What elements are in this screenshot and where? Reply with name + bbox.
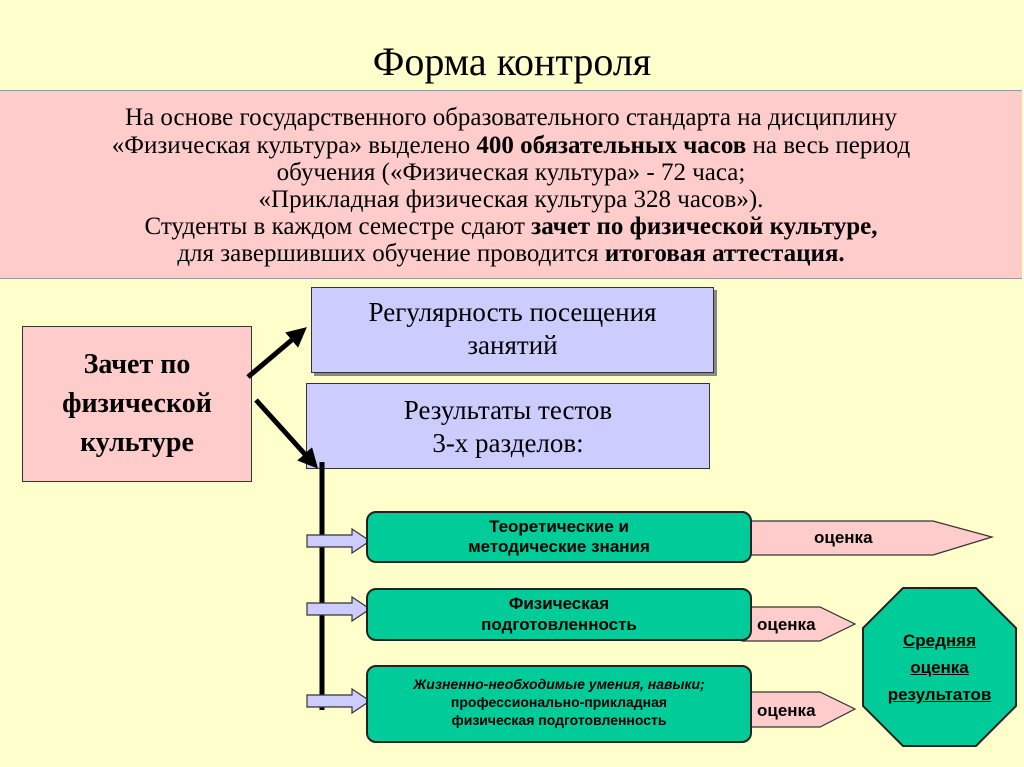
info-line-5: Студенты в каждом семестре сдают зачет п… bbox=[0, 213, 1022, 240]
section-fitness-line-1: Физическая bbox=[508, 594, 610, 613]
average-line-2: оценка bbox=[910, 658, 969, 677]
zachet-line-2: физической bbox=[62, 388, 212, 419]
grade-label-1: оценка bbox=[814, 528, 873, 547]
section-skills: Жизненно-необходимые умения, навыки; про… bbox=[366, 665, 752, 743]
arrow-to-regularity bbox=[246, 327, 307, 379]
average-line-1: Средняя bbox=[902, 631, 976, 650]
section-theory-line-2: методические знания bbox=[468, 537, 650, 556]
info-text: на весь период bbox=[746, 132, 911, 159]
regularity-box: Регулярность посещения занятий bbox=[311, 287, 714, 373]
average-octagon bbox=[862, 587, 1017, 747]
zachet-line-3: культуре bbox=[80, 427, 194, 458]
section-skills-line-3: физическая подготовленность bbox=[451, 712, 667, 728]
zachet-line-1: Зачет по bbox=[83, 349, 191, 380]
grade-label-3: оценка bbox=[757, 701, 816, 720]
arrow-to-tests bbox=[254, 398, 319, 469]
info-bold-attestation: итоговая аттестация. bbox=[604, 240, 845, 267]
average-line-3: результатов bbox=[887, 685, 992, 704]
info-bold-zachet: зачет по физической культуре, bbox=[531, 213, 878, 240]
block-arrow-3 bbox=[306, 687, 372, 715]
info-text: «Физическая культура» выделено bbox=[111, 132, 477, 159]
block-arrow-1 bbox=[306, 527, 372, 555]
section-theory: Теоретические и методические знания bbox=[366, 511, 752, 563]
info-line-3: обучения («Физическая культура» - 72 час… bbox=[276, 159, 746, 186]
info-text: Студенты в каждом семестре сдают bbox=[144, 213, 532, 240]
info-line-4: «Прикладная физическая культура 328 часо… bbox=[258, 186, 764, 213]
info-line-6: для завершивших обучение проводится итог… bbox=[0, 240, 1022, 267]
tests-line-1: Результаты тестов bbox=[403, 395, 613, 425]
info-line-2: «Физическая культура» выделено 400 обяза… bbox=[0, 132, 1022, 159]
info-line-1: На основе государственного образовательн… bbox=[125, 104, 897, 131]
section-skills-line-2: профессионально-прикладная bbox=[450, 694, 668, 710]
zachet-box: Зачет по физической культуре bbox=[22, 326, 252, 482]
section-skills-line-1: Жизненно-необходимые умения, навыки; bbox=[413, 676, 705, 692]
tests-box: Результаты тестов 3-х разделов: bbox=[306, 383, 710, 469]
section-fitness-line-2: подготовленность bbox=[481, 615, 637, 634]
section-theory-line-1: Теоретические и bbox=[489, 517, 629, 536]
regularity-line-1: Регулярность посещения bbox=[368, 297, 657, 327]
tests-line-2: 3-х разделов: bbox=[432, 428, 584, 458]
regularity-line-2: занятий bbox=[467, 330, 558, 360]
info-bold-hours: 400 обязательных часов bbox=[476, 132, 747, 159]
section-fitness: Физическая подготовленность bbox=[366, 588, 752, 641]
page-title: Форма контроля bbox=[372, 39, 652, 84]
block-arrow-2 bbox=[306, 595, 372, 623]
info-box: На основе государственного образовательн… bbox=[0, 90, 1022, 279]
grade-label-2: оценка bbox=[757, 615, 816, 634]
info-text: для завершивших обучение проводится bbox=[177, 240, 605, 267]
